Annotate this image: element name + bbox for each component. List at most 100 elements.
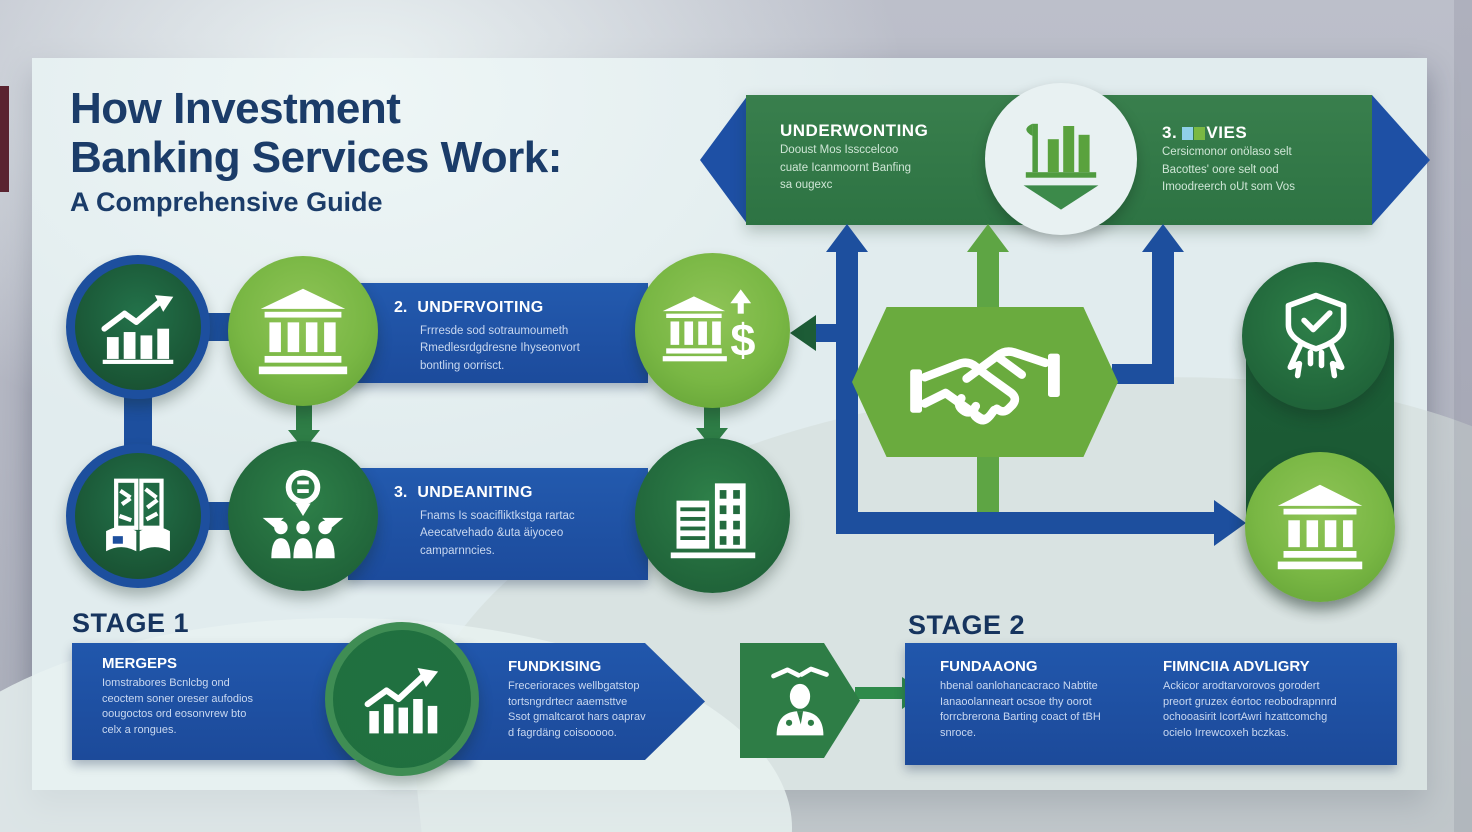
banner2-number: 3. — [394, 484, 408, 501]
circle-bank — [228, 256, 378, 406]
flow-mid-green-up-arrow-icon — [967, 224, 1009, 252]
top-ribbon-banner: UNDERWONTING Dooust Mos Issccelcoo cuate… — [700, 83, 1432, 235]
flow-bottom-right-arrow-icon — [1214, 500, 1246, 546]
bar-chart-down-arrow-icon — [1023, 123, 1099, 210]
ribbon-right-number: 3. — [1162, 123, 1178, 142]
flow-right-stem — [1152, 250, 1174, 382]
stage1-chart-icon — [364, 668, 439, 734]
circle-buildings — [635, 438, 790, 593]
circle-team-coin — [228, 441, 378, 591]
stage2-fundraising-heading: FUNDAAONG — [940, 658, 1038, 675]
flow-mid-green-lower-stem — [977, 455, 999, 523]
fundraising-line4: d fagrdäng coisooooo. — [508, 726, 617, 739]
process-banner-underwriting2: 3. UNDEANITING Fnams Is soacifliktkstga … — [348, 468, 648, 580]
bank-dollar-icon: $ — [662, 288, 755, 365]
circle-book — [66, 444, 210, 588]
page-subtitle: A Comprehensive Guide — [70, 186, 383, 217]
ribbon-left-text: UNDERWONTING Dooust Mos Issccelcoo cuate… — [780, 121, 980, 194]
ribbon-right-text: 3. VIES Cersicmonor onölaso selt Bacotte… — [1162, 123, 1352, 196]
mergers-line1: Iomstrabores Bcnlcbg ond — [102, 677, 230, 689]
flow-right-elbow — [1112, 364, 1174, 384]
bank-icon — [258, 288, 348, 375]
ribbon-left-line2: cuate Icanmoornt Banfing — [780, 161, 912, 174]
ribbon-right-line3: Imoodreerch oUt som Vos — [1162, 181, 1295, 194]
fundraising-line2: tortsngrdrtecr aaemsttve — [508, 695, 628, 708]
mergers-line2: ceoctem soner oreser aufodios — [102, 692, 254, 705]
banner2-line2: Aeecatvehado &uta äiyoceo — [420, 527, 564, 540]
handshake-icon — [910, 346, 1060, 424]
fundraising-heading: FUNDKISING — [508, 658, 602, 675]
mergers-text: MERGEPS Iomstrabores Bcnlcbg ond ceoctem… — [102, 655, 332, 738]
handshake-hexagon — [852, 307, 1118, 457]
connector-a-c — [124, 390, 152, 452]
stage2-box — [905, 643, 1397, 765]
circle-bank-right — [1245, 452, 1395, 602]
advisory-heading: FIMNCIIA ADVLIGRY — [1163, 658, 1310, 675]
left-edge-red-strip — [0, 86, 9, 192]
team-coin-icon — [262, 469, 344, 559]
award-shield-icon — [1285, 292, 1347, 379]
bank-right-icon — [1277, 484, 1363, 570]
ribbon-right-heading: VIES — [1206, 123, 1248, 142]
mergers-line3: oougoctos ord eosonvrew bto — [102, 708, 247, 721]
stage2-fundraising-line1: hbenal oanlohancacraco Nabtite — [940, 680, 1098, 692]
flow-left-up-arrow-icon — [826, 224, 868, 252]
advisory-line2: preort gruzex éortoc reobodrapnnrd — [1163, 695, 1337, 708]
fundraising-text: FUNDKISING Frecerioraces wellbgatstop to… — [508, 658, 693, 741]
fundraising-line1: Frecerioraces wellbgatstop — [508, 680, 640, 692]
advisory-line3: ochooasirit IcortAwri hzattcomchg — [1163, 711, 1328, 724]
ribbon-right-arrow-icon — [1372, 95, 1430, 225]
ribbon-left-line3: sa ougexc — [780, 179, 833, 192]
banner2-line3: camparnncies. — [420, 544, 495, 557]
flow-bottom-line — [836, 512, 1216, 534]
banner1-line1: Frrresde sod sotraumoumeth — [420, 325, 569, 337]
flow-left-stem — [836, 250, 858, 532]
circle-award — [1242, 262, 1390, 410]
stage2-fundraising-line2: Ianaoolanneart ocsoe thy oorot — [940, 695, 1092, 708]
stage2-fundraising-text: FUNDAAONG hbenal oanlohancacraco Nabtite… — [940, 658, 1155, 741]
ribbon-left-heading: UNDERWONTING — [780, 121, 929, 140]
buildings-icon — [670, 482, 755, 558]
ribbon-left-arrow-icon — [700, 95, 748, 225]
growth-chart-icon — [101, 295, 174, 364]
book-icon — [106, 478, 170, 552]
flow-left-green-arrowhead-icon — [790, 315, 816, 351]
title-line1: How Investment — [70, 84, 401, 133]
circle-stage1-chart — [325, 622, 479, 776]
page-title: How Investment Banking Services Work: A … — [70, 84, 562, 218]
title-line2: Banking Services Work: — [70, 133, 562, 183]
fundraising-arrow-box — [455, 643, 705, 760]
advisory-text: FIMNCIIA ADVLIGRY Ackicor arodtarvorovos… — [1163, 658, 1388, 741]
ribbon-right-line2: Bacottes' oore selt ood — [1162, 163, 1279, 176]
flow-right-up-arrow-icon — [1142, 224, 1184, 252]
stage2-fundraising-line4: snroce. — [940, 726, 977, 739]
pentagon-arrow-stem — [855, 687, 905, 699]
person-handshake-icon — [771, 666, 829, 735]
flow-mid-green-stem — [977, 252, 999, 310]
banner1-heading: UNDFRVOITING — [417, 299, 544, 316]
arrow-e-f-stem — [704, 404, 720, 430]
ribbon-badge-circle — [985, 83, 1137, 235]
stage2-fundraising-line3: forrcbrerona Barting coact of tBH — [940, 711, 1101, 724]
svg-text:$: $ — [730, 314, 755, 365]
right-edge-shade — [1454, 0, 1472, 832]
services-mini-icon — [1182, 127, 1194, 140]
stage1-label: STAGE 1 — [72, 608, 190, 638]
fundraising-line3: Ssot gmaltcarot hars oaprav — [508, 711, 646, 724]
circle-bank-dollar: $ — [635, 253, 790, 408]
process-banner-underwriting: 2. UNDFRVOITING Frrresde sod sotraumoume… — [348, 283, 648, 383]
stage2-label: STAGE 2 — [908, 610, 1026, 640]
ribbon-left-line1: Dooust Mos Issccelcoo — [780, 144, 899, 156]
ribbon-right-line1: Cersicmonor onölaso selt — [1162, 146, 1292, 158]
banner1-line3: bontling oorrisct. — [420, 359, 505, 372]
arrow-b-d-stem — [296, 404, 312, 432]
banner1-number: 2. — [394, 299, 408, 316]
advisory-line1: Ackicor arodtarvorovos gorodert — [1163, 680, 1320, 692]
services-mini-icon2 — [1194, 127, 1206, 140]
mergers-line4: celx a rongues. — [102, 723, 177, 736]
advisory-line4: ocielo Irrewcoxeh bczkas. — [1163, 726, 1289, 739]
circle-growth-chart — [66, 255, 210, 399]
banner1-line2: Rmedlesrdgdresne Ihyseonvort — [420, 342, 580, 355]
mergers-heading: MERGEPS — [102, 655, 178, 672]
